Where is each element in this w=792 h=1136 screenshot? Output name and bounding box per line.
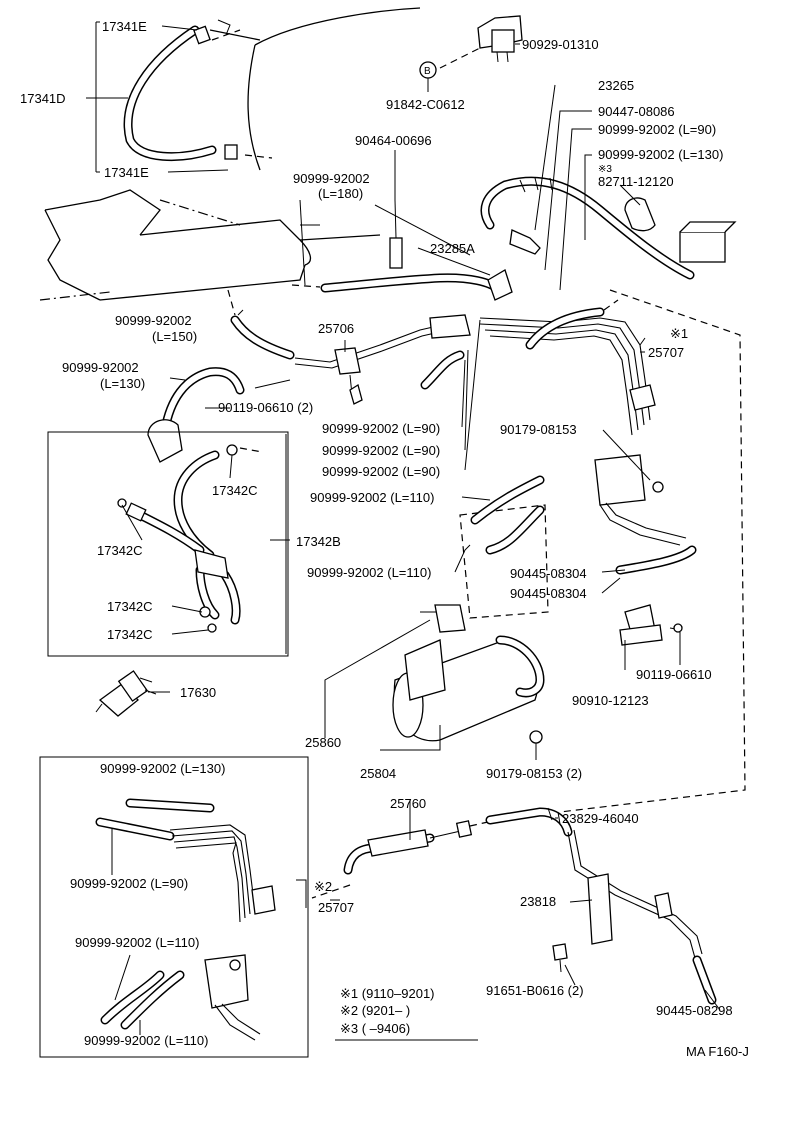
charcoal-canister [392,604,545,750]
label-90929: 90929-01310 [522,37,599,52]
label-25706: 25706 [318,321,354,336]
label-hose-l180: 90999-92002 [293,171,370,186]
label-hose-l110-a: 90999-92002 (L=110) [310,490,434,505]
label-23285A: 23285A [430,241,475,256]
boundary-star1 [559,289,746,813]
label-90119-right: 90119-06610 [636,667,712,682]
label-hose-l90-a: 90999-92002 (L=90) [322,421,440,436]
legend-star1: ※1 (9110–9201) [340,986,435,1001]
label-90464: 90464-00696 [355,133,432,148]
pipe-25760-23829 [311,807,717,1005]
vsv-right [619,604,683,646]
label-star2-mark: ※2 [314,879,332,894]
pipe-harness-main [227,199,697,575]
legend-star2: ※2 (9201– ) [340,1003,410,1018]
footer-code: MA F160-J [686,1044,749,1059]
vsv-top [419,15,523,79]
label-hose-l150: 90999-92002 [115,313,192,328]
sensor-17630 [95,670,157,717]
label-hose-l130-top: 90999-92002 (L=130) [598,147,723,162]
label-inset-hose-l110-b: 90999-92002 (L=110) [84,1033,208,1048]
label-82711: 82711-12120 [598,174,674,189]
label-l150: (L=150) [152,329,197,344]
left-hose-l130 [147,367,363,463]
label-hose-l90-top: 90999-92002 (L=90) [598,122,716,137]
label-91651: 91651-B0616 (2) [486,983,584,998]
label-17342C-a: 17342C [212,483,258,498]
label-23818: 23818 [520,894,556,909]
leader-lines [86,21,721,1041]
label-23829: 23829-46040 [562,811,639,826]
label-17342C-b: 17342C [97,543,143,558]
label-circle-b: B [424,66,431,77]
label-90119-left: 90119-06610 (2) [218,400,313,415]
label-17342B: 17342B [296,534,341,549]
label-inset-hose-l110-a: 90999-92002 (L=110) [75,935,199,950]
hoses-l110 [470,475,545,555]
label-hose-l90-b: 90999-92002 (L=90) [322,443,440,458]
label-25707-bottom: 25707 [318,900,354,915]
label-17342C-c: 17342C [107,599,153,614]
label-25760: 25760 [390,796,426,811]
label-star3-mark: ※3 [598,164,612,175]
label-l130-left: (L=130) [100,376,145,391]
boundary-hoses [459,504,549,619]
label-hose-l130-left: 90999-92002 [62,360,139,375]
label-23265: 23265 [598,78,634,93]
label-91842: 91842-C0612 [386,97,465,112]
box-17342B [47,431,289,657]
label-17630: 17630 [180,685,216,700]
inset-pipe-harness [95,798,276,1041]
label-90447: 90447-08086 [598,104,675,119]
label-inset-hose-l90: 90999-92002 (L=90) [70,876,188,891]
box-star2-inset [39,756,309,1058]
label-90445-b: 90445-08304 [510,586,587,601]
label-90445-c: 90445-08298 [656,1003,733,1018]
label-90910: 90910-12123 [572,693,649,708]
upper-right-hose [480,176,737,280]
part-labels: 17341E 17341D 17341E 90929-01310 B 91842… [20,19,749,1059]
label-17342C-d: 17342C [107,627,153,642]
hose-assembly-17342B [117,444,263,633]
label-25707-top: 25707 [648,345,684,360]
label-90445-a: 90445-08304 [510,566,587,581]
label-25860: 25860 [305,735,341,750]
label-25804: 25804 [360,766,396,781]
label-17341E-bottom: 17341E [104,165,149,180]
engine-outline [39,7,421,301]
hose-17341D [123,19,273,162]
legend-star3: ※3 ( –9406) [340,1021,410,1036]
label-star1-mark: ※1 [670,326,688,341]
label-l180: (L=180) [318,186,363,201]
label-17341D: 17341D [20,91,66,106]
label-90179-bottom: 90179-08153 (2) [486,766,582,781]
label-inset-hose-l130: 90999-92002 (L=130) [100,761,225,776]
label-hose-l110-b: 90999-92002 (L=110) [307,565,431,580]
label-90179-top: 90179-08153 [500,422,577,437]
label-17341E-top: 17341E [102,19,147,34]
label-hose-l90-c: 90999-92002 (L=90) [322,464,440,479]
